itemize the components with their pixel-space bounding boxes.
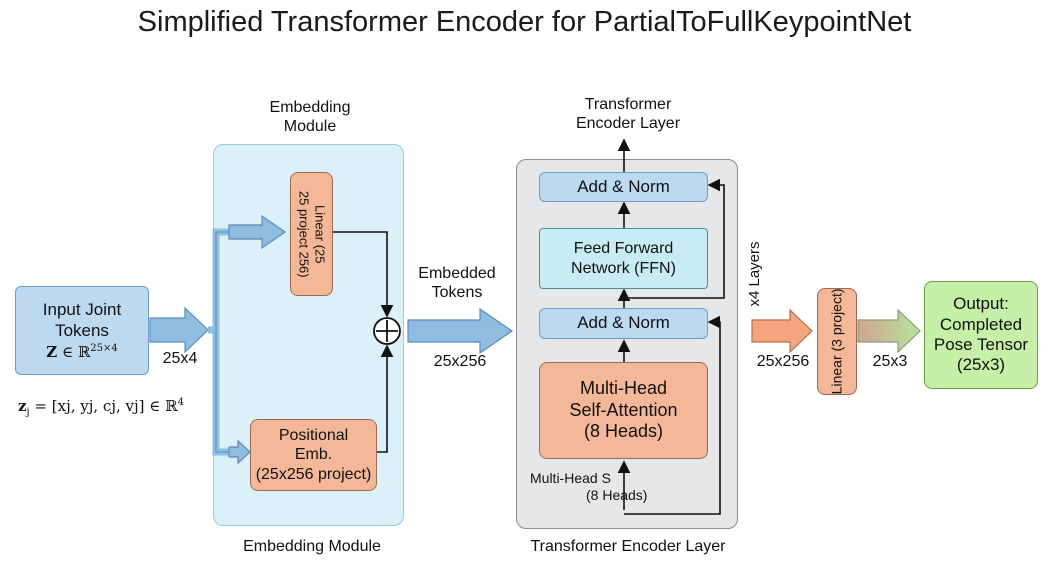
- mha-line1: Multi-Head: [579, 378, 668, 399]
- final-linear-box: Linear (3 project): [817, 288, 857, 395]
- embedding-top-label-line2: Module: [283, 118, 337, 136]
- final-linear-text: Linear (3 project): [828, 288, 845, 395]
- embedded-tokens-line2: Tokens: [431, 284, 483, 302]
- embedding-bottom-label: Embedding Module: [243, 538, 381, 555]
- ffn-line1: Feed Forward: [573, 240, 674, 258]
- token-formula-sup: 4: [177, 397, 184, 408]
- ffn-line2: Network (FFN): [571, 259, 676, 277]
- embedded-tokens-arrow: [407, 307, 514, 355]
- to-linear-arrow: [228, 214, 287, 250]
- output-line4: (25x3): [956, 355, 1006, 375]
- input-dim-label: 25x4: [162, 350, 198, 367]
- page-title: Simplified Transformer Encoder for Parti…: [137, 6, 912, 38]
- encoder-top-label-line1: Transformer: [584, 96, 672, 113]
- positional-line2: Emb.: [294, 446, 333, 464]
- mha-line2: Self-Attention: [569, 399, 678, 420]
- mha-line3: (8 Heads): [583, 421, 664, 442]
- encoder-input-label: Multi-Head S (8 Heads): [530, 470, 647, 504]
- add-norm-mid-box: Add & Norm: [539, 308, 708, 339]
- embedding-branch: [208, 228, 232, 456]
- input-line2: Tokens: [55, 320, 109, 340]
- encoder-input-line2: (8 Heads): [586, 486, 648, 503]
- positional-embedding-box: Positional Emb. (25x256 project): [250, 419, 377, 491]
- to-positional-arrow: [228, 439, 251, 465]
- positional-line1: Positional: [278, 427, 349, 445]
- encoder-input-line1: Multi-Head S: [530, 470, 611, 486]
- encoder-out-arrow: [751, 308, 813, 354]
- input-line1: Input Joint: [42, 300, 122, 320]
- linear-projection-text: Linear (25 25 project 256): [295, 191, 328, 278]
- embedding-top-label-line1: Embedding: [269, 99, 351, 116]
- ffn-box: Feed Forward Network (FFN): [539, 228, 708, 289]
- multi-head-attention-box: Multi-Head Self-Attention (8 Heads): [539, 362, 708, 459]
- positional-line3: (25x256 project): [255, 465, 372, 483]
- output-line3: Pose Tensor: [933, 335, 1029, 354]
- encoder-bottom-label: Transformer Encoder Layer: [530, 538, 726, 555]
- output-line1: Output:: [953, 294, 1009, 314]
- encoder-out-dim-label: 25x256: [756, 353, 810, 370]
- linear-line1: Linear (25: [312, 204, 328, 264]
- embedded-dim-label: 25x256: [433, 353, 487, 370]
- token-formula-body: = [xj, yj, cj, vj] ∈ ℝ: [34, 397, 178, 415]
- output-box: Output: Completed Pose Tensor (25x3): [924, 281, 1038, 389]
- linear-out-dim-label: 25x3: [872, 353, 908, 370]
- linear-projection-box: Linear (25 25 project 256): [290, 172, 333, 296]
- embedded-tokens-line1: Embedded: [418, 265, 496, 282]
- input-joint-tokens-box: Input Joint Tokens Z ∈ ℝ25×4: [15, 286, 149, 375]
- embedded-tokens-label: Embedded Tokens: [412, 264, 502, 302]
- input-math-sup: 25×4: [90, 342, 118, 354]
- input-math: Z ∈ ℝ25×4: [46, 342, 118, 361]
- encoder-top-label: Transformer Encoder Layer: [548, 95, 708, 133]
- add-norm-top-box: Add & Norm: [539, 172, 708, 202]
- encoder-top-label-line2: Encoder Layer: [575, 115, 681, 133]
- repeat-label: x4 Layers: [746, 241, 763, 307]
- output-arrow: [857, 308, 921, 354]
- linear-line2: 25 project 256): [296, 190, 312, 278]
- token-formula: zj = [xj, yj, cj, vj] ∈ ℝ4: [18, 397, 184, 418]
- input-arrow: [149, 306, 209, 354]
- embedding-top-label: Embedding Module: [240, 98, 380, 136]
- output-line2: Completed: [939, 314, 1023, 334]
